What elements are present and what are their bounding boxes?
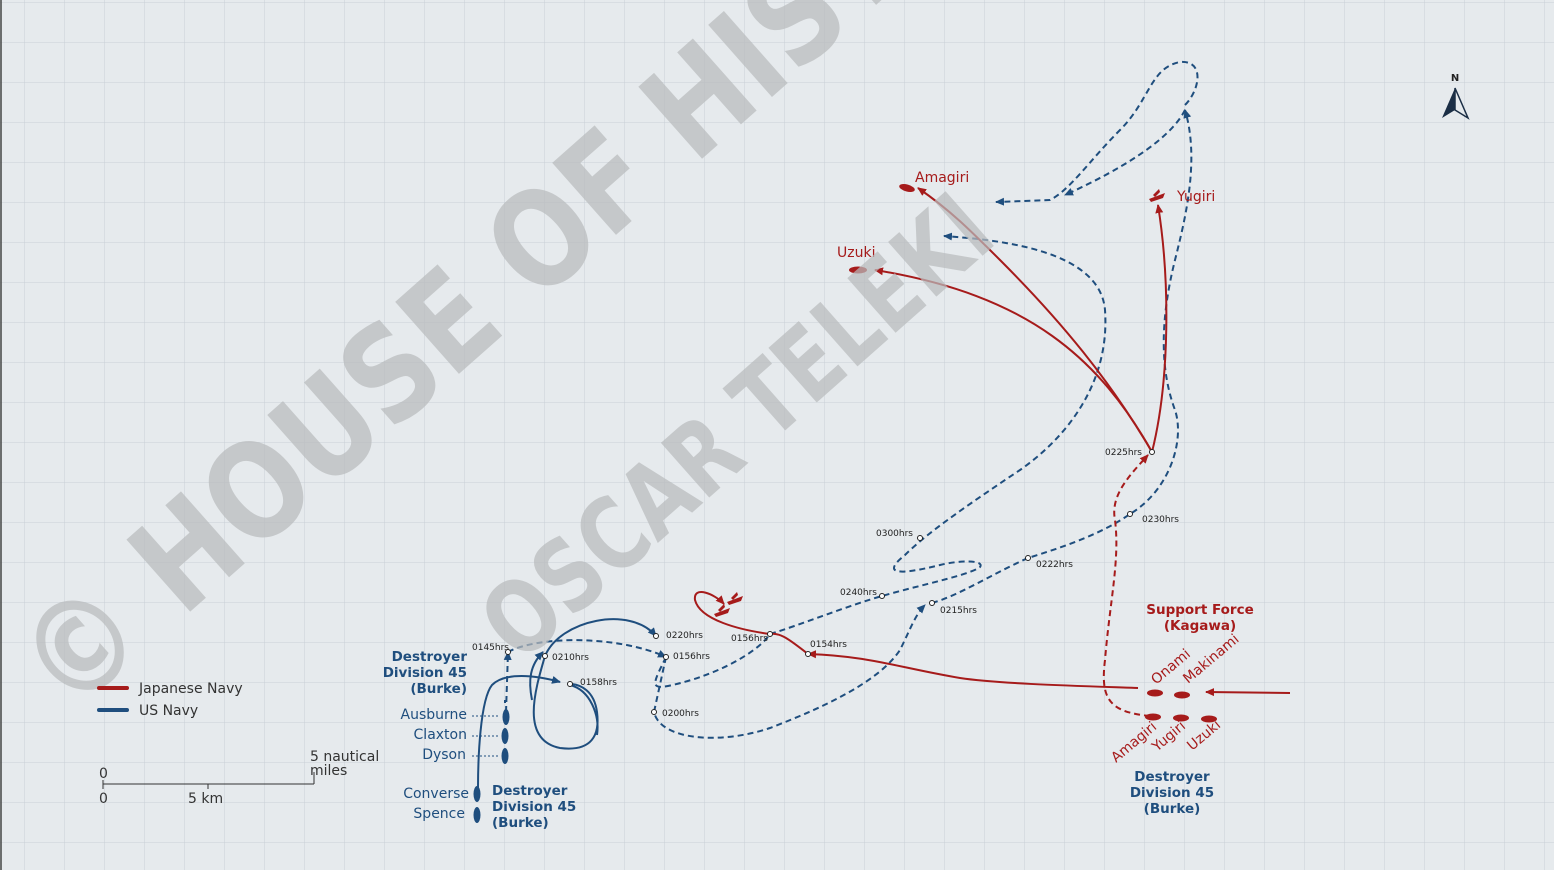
time-0158: 0158hrs: [580, 678, 617, 688]
us-tracks: [477, 618, 657, 789]
ship-label-spence: Spence: [413, 806, 465, 822]
scale-km-zero: 0: [99, 791, 108, 807]
ship-icon-yugiri-start: [1173, 714, 1189, 722]
ship-icon-claxton: [501, 728, 509, 744]
scale-nm-label-2: miles: [310, 763, 347, 779]
jp-track-to-uzuki: [874, 267, 1153, 453]
time-0222: 0222hrs: [1036, 560, 1073, 570]
time-0240: 0240hrs: [840, 588, 877, 598]
time-0220: 0220hrs: [666, 631, 703, 641]
ship-icon-uzuki-end: [849, 266, 867, 274]
compass-label: N: [1451, 73, 1459, 84]
us-group-labels: Destroyer Division 45 (Burke) Destroyer …: [383, 649, 1214, 831]
ship-label-claxton: Claxton: [414, 727, 467, 743]
group-label-support-force-2: (Kagawa): [1164, 618, 1236, 634]
legend: Japanese Navy US Navy: [97, 681, 243, 719]
us-dash-ausburne: [503, 651, 512, 713]
ship-icon-onami: [1147, 689, 1163, 697]
us-dashed-tracks: [503, 60, 1199, 739]
ship-icon-spence: [473, 807, 481, 823]
scale-labels: 0 5 nautical miles 0 5 km: [99, 749, 379, 807]
ship-icon-converse: [473, 786, 481, 802]
legend-label-japanese: Japanese Navy: [138, 681, 243, 697]
time-0215: 0215hrs: [940, 606, 977, 616]
us-ship-leaders: [472, 715, 500, 757]
us-dash-c: [652, 604, 926, 739]
time-markers: [505, 449, 1155, 715]
time-0225: 0225hrs: [1105, 448, 1142, 458]
ship-icon-uzuki-start: [1201, 715, 1217, 723]
jp-track-sunk-loop: [693, 591, 809, 655]
time-0200: 0200hrs: [662, 709, 699, 719]
group-label-div45-bottom-1: Destroyer: [492, 783, 568, 799]
jp-dashed-tracks: [1102, 454, 1151, 717]
time-0156a: 0156hrs: [673, 652, 710, 662]
time-labels: 0145hrs 0210hrs 0158hrs 0220hrs 0156hrs …: [472, 448, 1179, 719]
jp-ship-icons: [849, 184, 1217, 723]
us-track-big-loop: [532, 655, 599, 750]
time-0230: 0230hrs: [1142, 515, 1179, 525]
group-label-div45-right-3: (Burke): [1144, 801, 1201, 817]
group-label-div45-top-1: Destroyer: [392, 649, 468, 665]
us-track-converse: [477, 675, 561, 789]
ship-label-converse: Converse: [403, 786, 469, 802]
north-arrow-icon: N: [1442, 73, 1470, 120]
group-label-div45-bottom-2: Division 45: [492, 799, 576, 815]
ship-icon-amagiri-start: [1145, 713, 1161, 721]
legend-label-us: US Navy: [139, 703, 198, 719]
scale-nm-label: 5 nautical: [310, 749, 379, 765]
time-0145: 0145hrs: [472, 643, 509, 653]
group-label-div45-right-2: Division 45: [1130, 785, 1214, 801]
group-label-support-force-1: Support Force: [1146, 602, 1254, 618]
jp-dash-retreat: [1102, 454, 1151, 717]
jp-tracks: [693, 187, 1291, 697]
time-0154: 0154hrs: [810, 640, 847, 650]
us-dash-a: [507, 639, 667, 658]
ship-label-dyson: Dyson: [422, 747, 466, 763]
time-0156b: 0156hrs: [731, 634, 768, 644]
time-0300: 0300hrs: [876, 529, 913, 539]
sunk-ship-icons: [714, 189, 1165, 617]
us-dash-g: [995, 60, 1199, 206]
scale-bar: [102, 772, 315, 789]
ship-label-uzuki-end: Uzuki: [837, 245, 875, 261]
ship-label-ausburne: Ausburne: [401, 707, 468, 723]
us-dash-b: [654, 633, 771, 688]
us-dash-f: [1064, 109, 1186, 196]
ship-icon-makinami: [1174, 691, 1190, 699]
sinking-ship-icon: [727, 592, 743, 605]
us-ship-labels: Ausburne Claxton Dyson Converse Spence: [401, 707, 470, 822]
sinking-ship-icon: [714, 604, 730, 617]
us-dash-e: [931, 109, 1193, 604]
us-track-upper-solid: [544, 618, 657, 657]
us-dash-d: [769, 232, 1107, 635]
sinking-ship-icon: [1149, 189, 1165, 202]
jp-track-to-yugiri: [1151, 204, 1168, 453]
us-ship-icons: [473, 709, 510, 823]
group-label-div45-right-1: Destroyer: [1134, 769, 1210, 785]
ship-icon-dyson: [501, 748, 509, 764]
ship-icon-ausburne: [502, 709, 510, 725]
group-label-div45-top-3: (Burke): [410, 681, 467, 697]
time-0210: 0210hrs: [552, 653, 589, 663]
group-label-div45-top-2: Division 45: [383, 665, 467, 681]
jp-track-approach: [1205, 688, 1291, 697]
jp-track-onami-west: [807, 650, 1139, 689]
scale-nm-zero: 0: [99, 766, 108, 782]
ship-label-yugiri-end: Yugiri: [1176, 189, 1215, 205]
ship-label-amagiri-end: Amagiri: [915, 170, 969, 186]
ship-icon-amagiri-end: [899, 184, 915, 192]
group-label-div45-bottom-3: (Burke): [492, 815, 549, 831]
scale-km-label: 5 km: [188, 791, 223, 807]
